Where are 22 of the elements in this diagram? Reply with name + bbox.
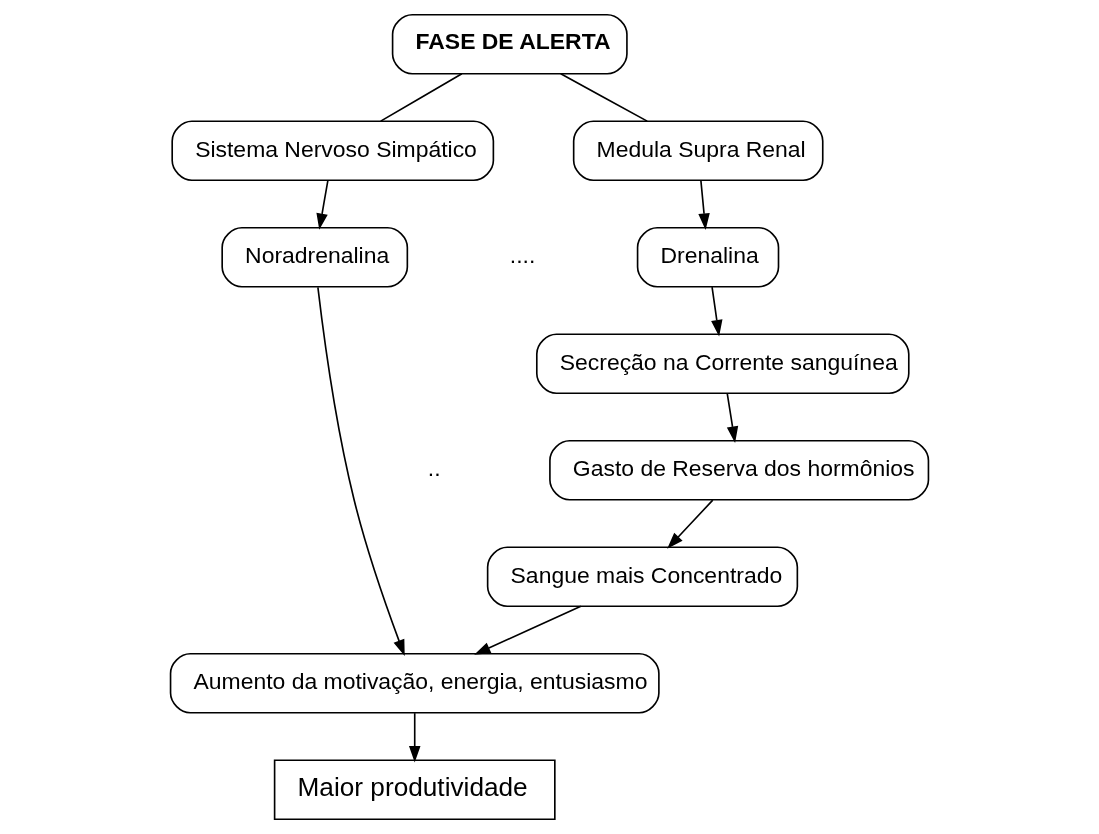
node-box: FASE DE ALERTA [391, 13, 628, 75]
node-box: Aumento da motivação, energia, entusiasmo [169, 652, 660, 714]
node-box: Maior produtividade [273, 759, 556, 821]
arrow [698, 179, 710, 230]
label: .... [509, 242, 536, 269]
arrow [667, 499, 714, 549]
arrow [317, 286, 405, 657]
node-box: Sistema Nervoso Simpático [171, 120, 495, 182]
node-box: Sangue mais Concentrado [486, 546, 799, 608]
label: .. [427, 455, 441, 482]
arrow [408, 712, 421, 763]
node-box: Secreção na Corrente sanguínea [535, 333, 910, 395]
arrow [474, 605, 582, 655]
node-box: Medula Supra Renal [572, 120, 824, 182]
node-box: Drenalina [636, 226, 780, 288]
arrow [726, 392, 739, 443]
node-box: Gasto de Reserva dos hormônios [549, 439, 930, 501]
arrow [711, 286, 723, 337]
node-box: Noradrenalina [221, 226, 409, 288]
connector [379, 72, 463, 122]
arrow [316, 179, 329, 230]
connector [559, 72, 648, 122]
